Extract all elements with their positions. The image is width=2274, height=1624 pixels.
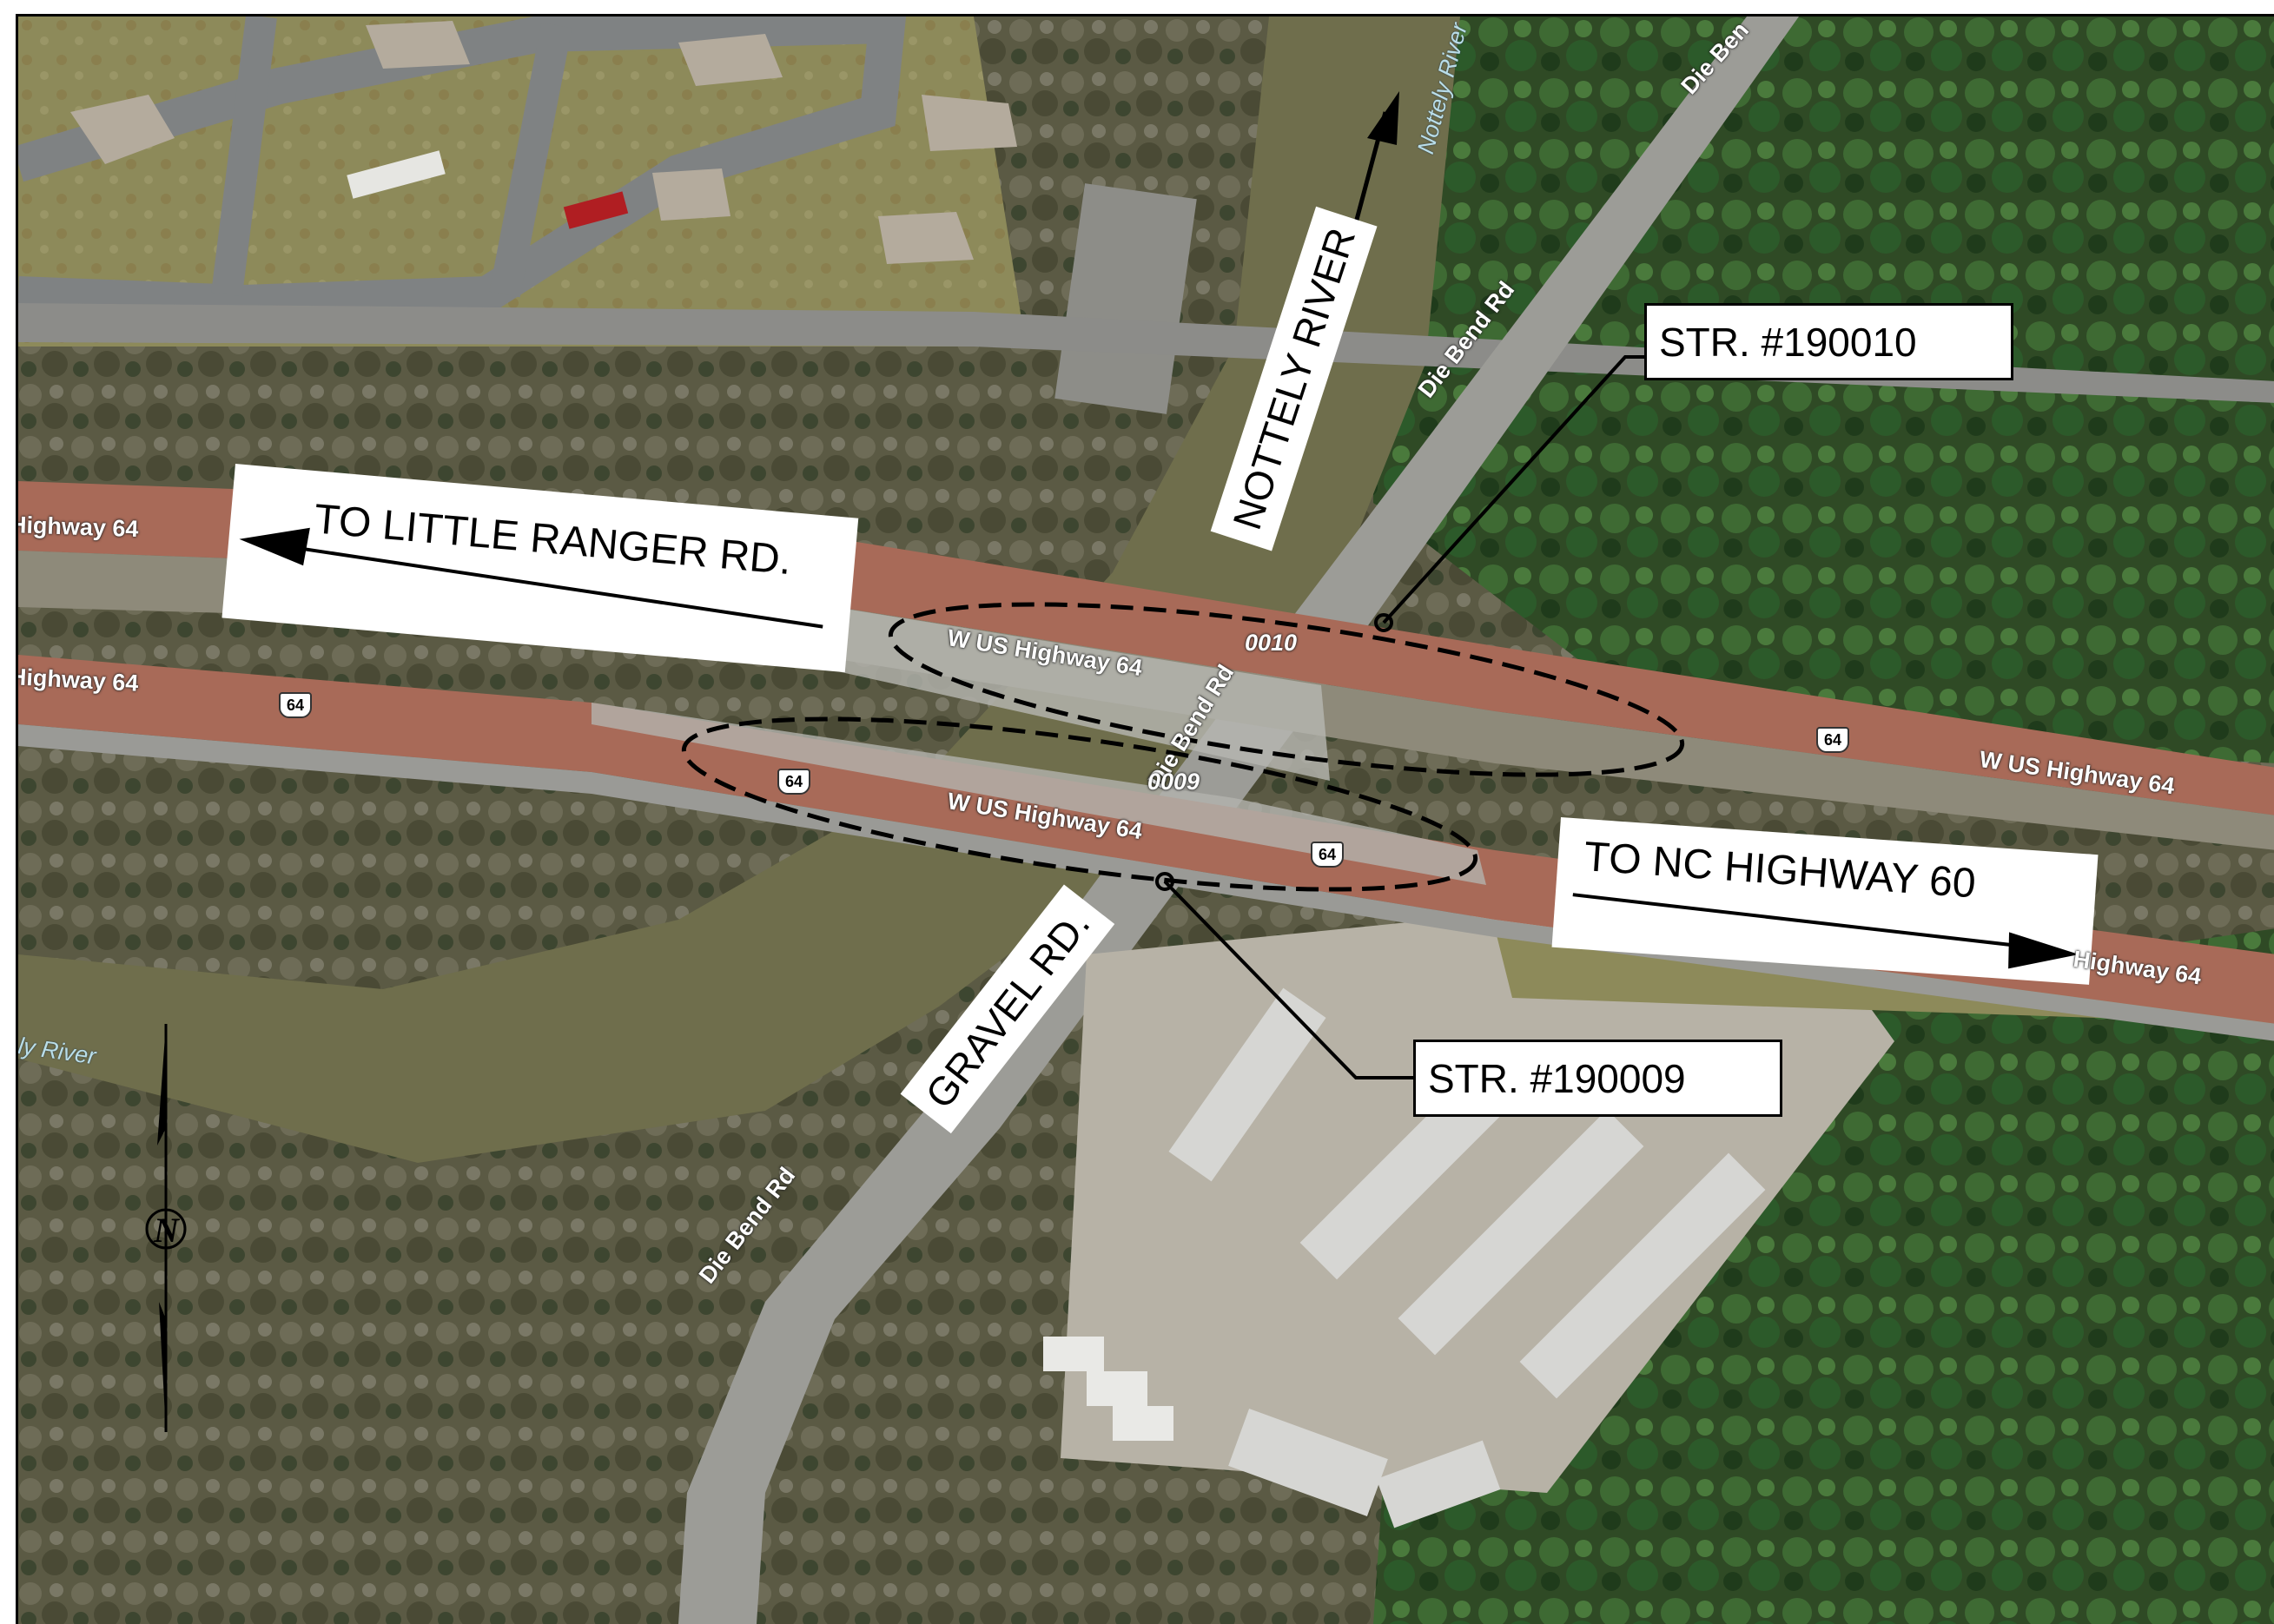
us-route-shield: 64 xyxy=(1816,727,1849,753)
callout-anchor-190009 xyxy=(1155,872,1174,891)
trailer xyxy=(1043,1337,1104,1371)
campground-roads xyxy=(18,17,907,322)
us-route-shield: 64 xyxy=(777,769,810,795)
campsite-pad xyxy=(922,95,1017,151)
shelter-building xyxy=(1054,183,1197,414)
us-route-shield: 64 xyxy=(279,692,312,718)
callout-str-190009: STR. #190009 xyxy=(1413,1040,1782,1117)
storage-building xyxy=(1168,987,1326,1182)
river-flow-arrowhead xyxy=(1367,91,1399,145)
callout-str-190010: STR. #190010 xyxy=(1644,303,2013,380)
west-direction-arrow-icon xyxy=(239,527,823,629)
map-frame[interactable]: TO LITTLE RANGER RD. TO NC HIGHWAY 60 NO… xyxy=(16,14,2274,1624)
aerial-basemap xyxy=(18,17,2274,1624)
car xyxy=(563,191,629,229)
structure-190010-outline xyxy=(888,602,1685,777)
campsite-pad xyxy=(70,95,175,164)
campsite-pad xyxy=(366,21,470,69)
bridge-deck-190009 xyxy=(592,703,1486,885)
trailer xyxy=(1087,1371,1147,1406)
storage-building xyxy=(1398,1109,1644,1356)
storage-building xyxy=(1519,1152,1766,1399)
road-label-bridge-id-upper: 0010 xyxy=(1245,630,1298,656)
callout-anchor-190010 xyxy=(1374,613,1393,632)
forest-east xyxy=(1373,17,2274,763)
structure-190009-outline xyxy=(681,716,1478,892)
rv-vehicle xyxy=(347,150,446,199)
storage-building xyxy=(1228,1409,1388,1516)
road-label-bridge-id-lower: 0009 xyxy=(1147,769,1200,795)
north-arrow-icon xyxy=(145,1024,187,1432)
callout-leader-190009 xyxy=(1163,880,1417,1079)
north-arrow-letter: N xyxy=(154,1211,179,1250)
campground-spur xyxy=(211,17,572,298)
trailer xyxy=(1113,1406,1173,1441)
callout-str-190009-text: STR. #190009 xyxy=(1428,1055,1686,1101)
north-arrow: N xyxy=(122,1024,209,1441)
west-direction-label: TO LITTLE RANGER RD. xyxy=(221,464,859,673)
highway-64-lower-shoulder xyxy=(18,724,2274,1041)
campsite-pad xyxy=(678,34,783,86)
east-direction-arrow-icon xyxy=(1572,893,2079,969)
east-direction-label: TO NC HIGHWAY 60 xyxy=(1551,817,2099,985)
callout-str-190010-text: STR. #190010 xyxy=(1659,319,1917,365)
campsite-pad xyxy=(878,212,974,264)
us-route-shield: 64 xyxy=(1311,842,1344,868)
road-label-hwy-upper-west: Highway 64 xyxy=(16,512,140,543)
storage-building xyxy=(1376,1440,1501,1528)
campsite-pad xyxy=(652,168,730,221)
